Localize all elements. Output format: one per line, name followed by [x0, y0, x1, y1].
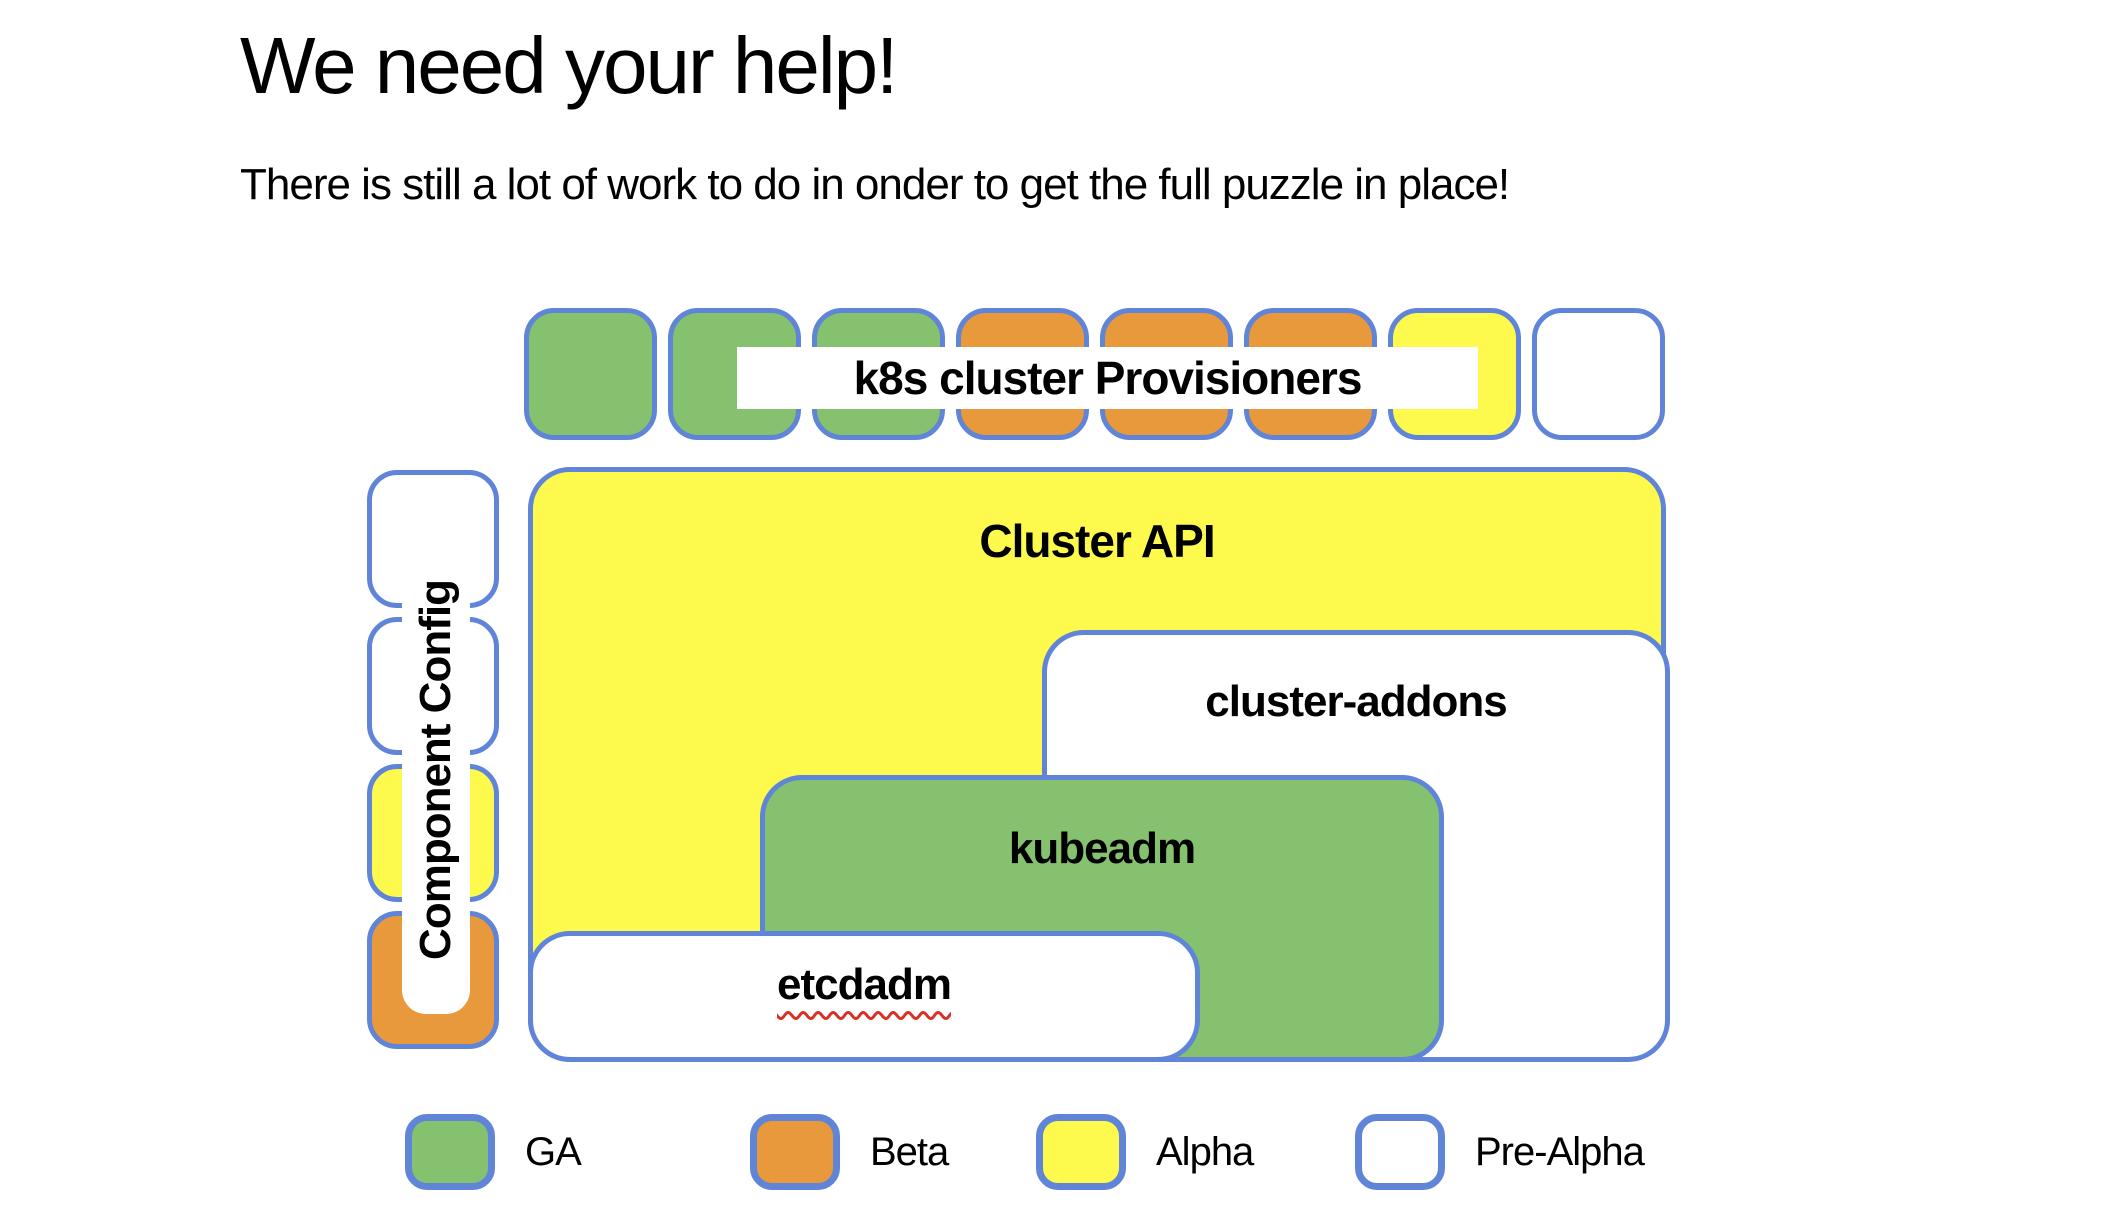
- provisioner-square-8-pre_alpha: [1532, 308, 1665, 440]
- legend-swatch-ga: [405, 1114, 495, 1190]
- legend-swatch-alpha: [1036, 1114, 1126, 1190]
- legend-label-alpha: Alpha: [1156, 1129, 1254, 1174]
- legend-swatch-pre-alpha: [1355, 1114, 1445, 1190]
- cluster-api-label: Cluster API: [979, 515, 1215, 567]
- legend-label-ga: GA: [525, 1129, 582, 1174]
- legend-label-pre-alpha: Pre-Alpha: [1475, 1129, 1645, 1174]
- provisioners-label-band: k8s cluster Provisioners: [737, 347, 1478, 409]
- slide-title: We need your help!: [240, 21, 898, 110]
- legend-item-ga: GA: [405, 1114, 582, 1190]
- legend-item-alpha: Alpha: [1036, 1114, 1254, 1190]
- legend-swatch-beta: [750, 1114, 840, 1190]
- slide-subtitle: There is still a lot of work to do in on…: [240, 160, 1510, 209]
- provisioner-square-1-ga: [524, 308, 657, 440]
- legend-label-beta: Beta: [870, 1129, 949, 1174]
- legend-item-beta: Beta: [750, 1114, 949, 1190]
- component-config-label: Component Config: [411, 579, 461, 960]
- cluster-addons-label: cluster-addons: [1205, 677, 1507, 726]
- legend-item-pre-alpha: Pre-Alpha: [1355, 1114, 1645, 1190]
- etcdadm-box: etcdadm: [528, 931, 1200, 1062]
- provisioners-label: k8s cluster Provisioners: [853, 352, 1363, 404]
- kubeadm-label: kubeadm: [1008, 824, 1196, 873]
- component-config-label-band: Component Config: [402, 525, 470, 1014]
- etcdadm-label: etcdadm: [777, 960, 952, 1009]
